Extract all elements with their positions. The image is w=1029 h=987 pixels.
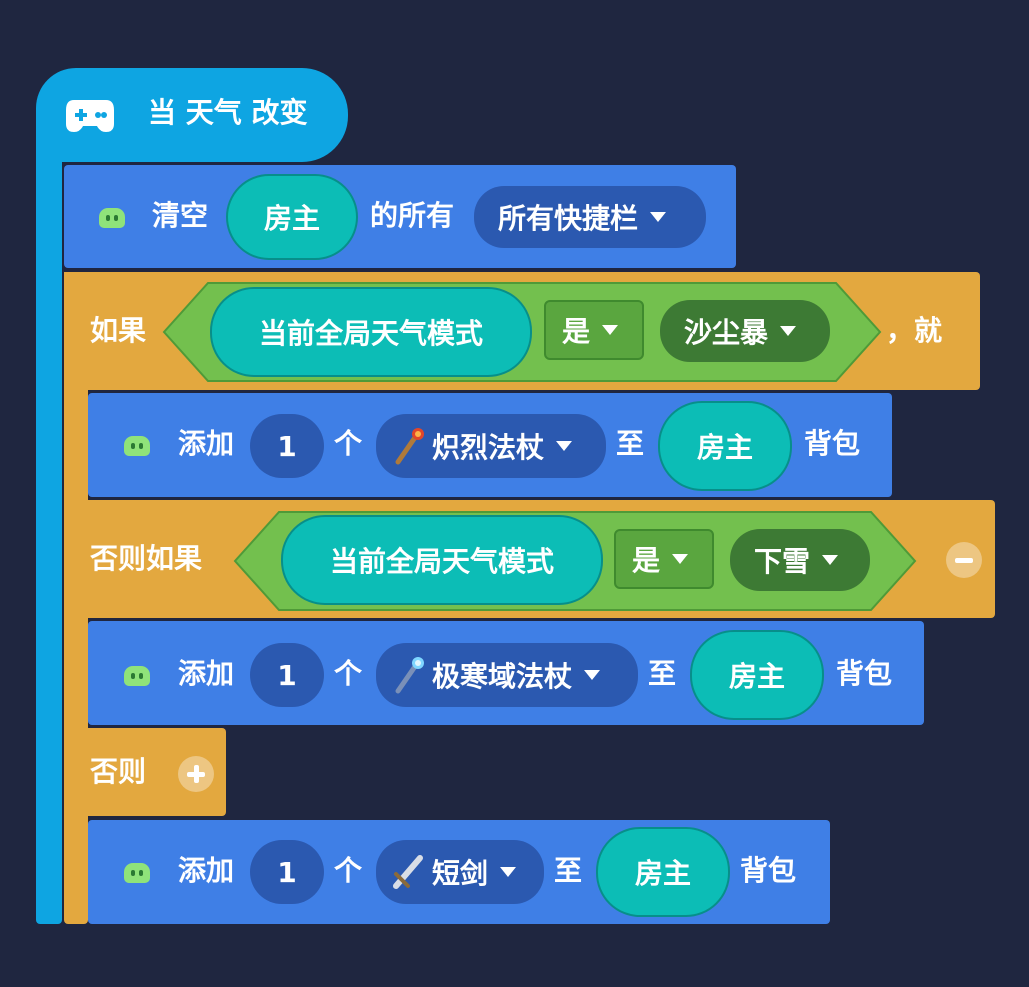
elseif-item-dropdown[interactable]: 极寒域法杖	[376, 643, 638, 707]
if-target-reporter[interactable]: 房主	[658, 401, 792, 491]
clear-target-reporter[interactable]: 房主	[226, 174, 358, 260]
if-dest-text: 背包	[804, 427, 861, 460]
if-value-label: 沙尘暴	[684, 316, 769, 349]
fire-staff-icon	[395, 428, 424, 465]
elseif-condition-operator[interactable]: 是	[614, 529, 714, 589]
if-item-dropdown[interactable]: 炽烈法杖	[376, 414, 606, 478]
else-unit-text: 个	[334, 854, 363, 887]
elseif-to-text: 至	[648, 657, 677, 690]
robot-icon	[124, 666, 150, 686]
chevron-down-icon	[672, 554, 689, 564]
elseif-condition-value[interactable]: 下雪	[730, 529, 870, 591]
clear-option-dropdown[interactable]: 所有快捷栏	[474, 186, 706, 248]
chevron-down-icon	[500, 867, 517, 877]
event-stack-spine	[36, 150, 62, 924]
remove-branch-button[interactable]	[946, 542, 982, 578]
elseif-condition-subject[interactable]: 当前全局天气模式	[281, 515, 603, 605]
chevron-down-icon	[584, 670, 601, 680]
robot-icon	[124, 436, 150, 456]
elseif-target-reporter[interactable]: 房主	[690, 630, 824, 720]
elseif-item-label: 极寒域法杖	[432, 660, 573, 693]
clear-middle-text: 的所有	[370, 199, 455, 232]
elseif-action-verb: 添加	[178, 657, 235, 690]
event-label: 当 天气 改变	[148, 96, 308, 129]
if-label: 如果	[90, 314, 147, 347]
chevron-down-icon	[556, 441, 573, 451]
elseif-operator-label: 是	[632, 544, 661, 577]
else-label: 否则	[90, 755, 147, 788]
if-to-text: 至	[616, 427, 645, 460]
else-dest-text: 背包	[740, 854, 797, 887]
robot-icon	[124, 863, 150, 883]
else-target-reporter[interactable]: 房主	[596, 827, 730, 917]
if-condition-subject[interactable]: 当前全局天气模式	[210, 287, 532, 377]
if-condition-value[interactable]: 沙尘暴	[660, 300, 830, 362]
else-item-label: 短剑	[432, 857, 489, 890]
if-count-input[interactable]: 1	[250, 414, 324, 478]
elseif-value-label: 下雪	[754, 545, 811, 578]
if-item-label: 炽烈法杖	[432, 431, 545, 464]
else-item-dropdown[interactable]: 短剑	[376, 840, 544, 904]
chevron-down-icon	[822, 555, 839, 565]
then-label: ，就	[886, 314, 943, 347]
robot-icon	[99, 208, 125, 228]
if-operator-label: 是	[562, 315, 591, 348]
clear-verb: 清空	[152, 199, 209, 232]
plus-icon	[187, 765, 205, 783]
elseif-count-input[interactable]: 1	[250, 643, 324, 707]
chevron-down-icon	[650, 212, 667, 222]
elseif-unit-text: 个	[334, 657, 363, 690]
if-unit-text: 个	[334, 427, 363, 460]
chevron-down-icon	[780, 326, 797, 336]
minus-icon	[955, 557, 973, 563]
elseif-label: 否则如果	[90, 542, 203, 575]
short-sword-icon	[393, 855, 423, 889]
chevron-down-icon	[602, 325, 619, 335]
frost-staff-icon	[395, 657, 424, 694]
else-count-input[interactable]: 1	[250, 840, 324, 904]
gamepad-icon	[66, 100, 114, 132]
if-action-verb: 添加	[178, 427, 235, 460]
elseif-dest-text: 背包	[836, 657, 893, 690]
if-condition-operator[interactable]: 是	[544, 300, 644, 360]
add-branch-button[interactable]	[178, 756, 214, 792]
else-action-verb: 添加	[178, 854, 235, 887]
clear-option-label: 所有快捷栏	[498, 202, 639, 235]
else-to-text: 至	[554, 854, 583, 887]
